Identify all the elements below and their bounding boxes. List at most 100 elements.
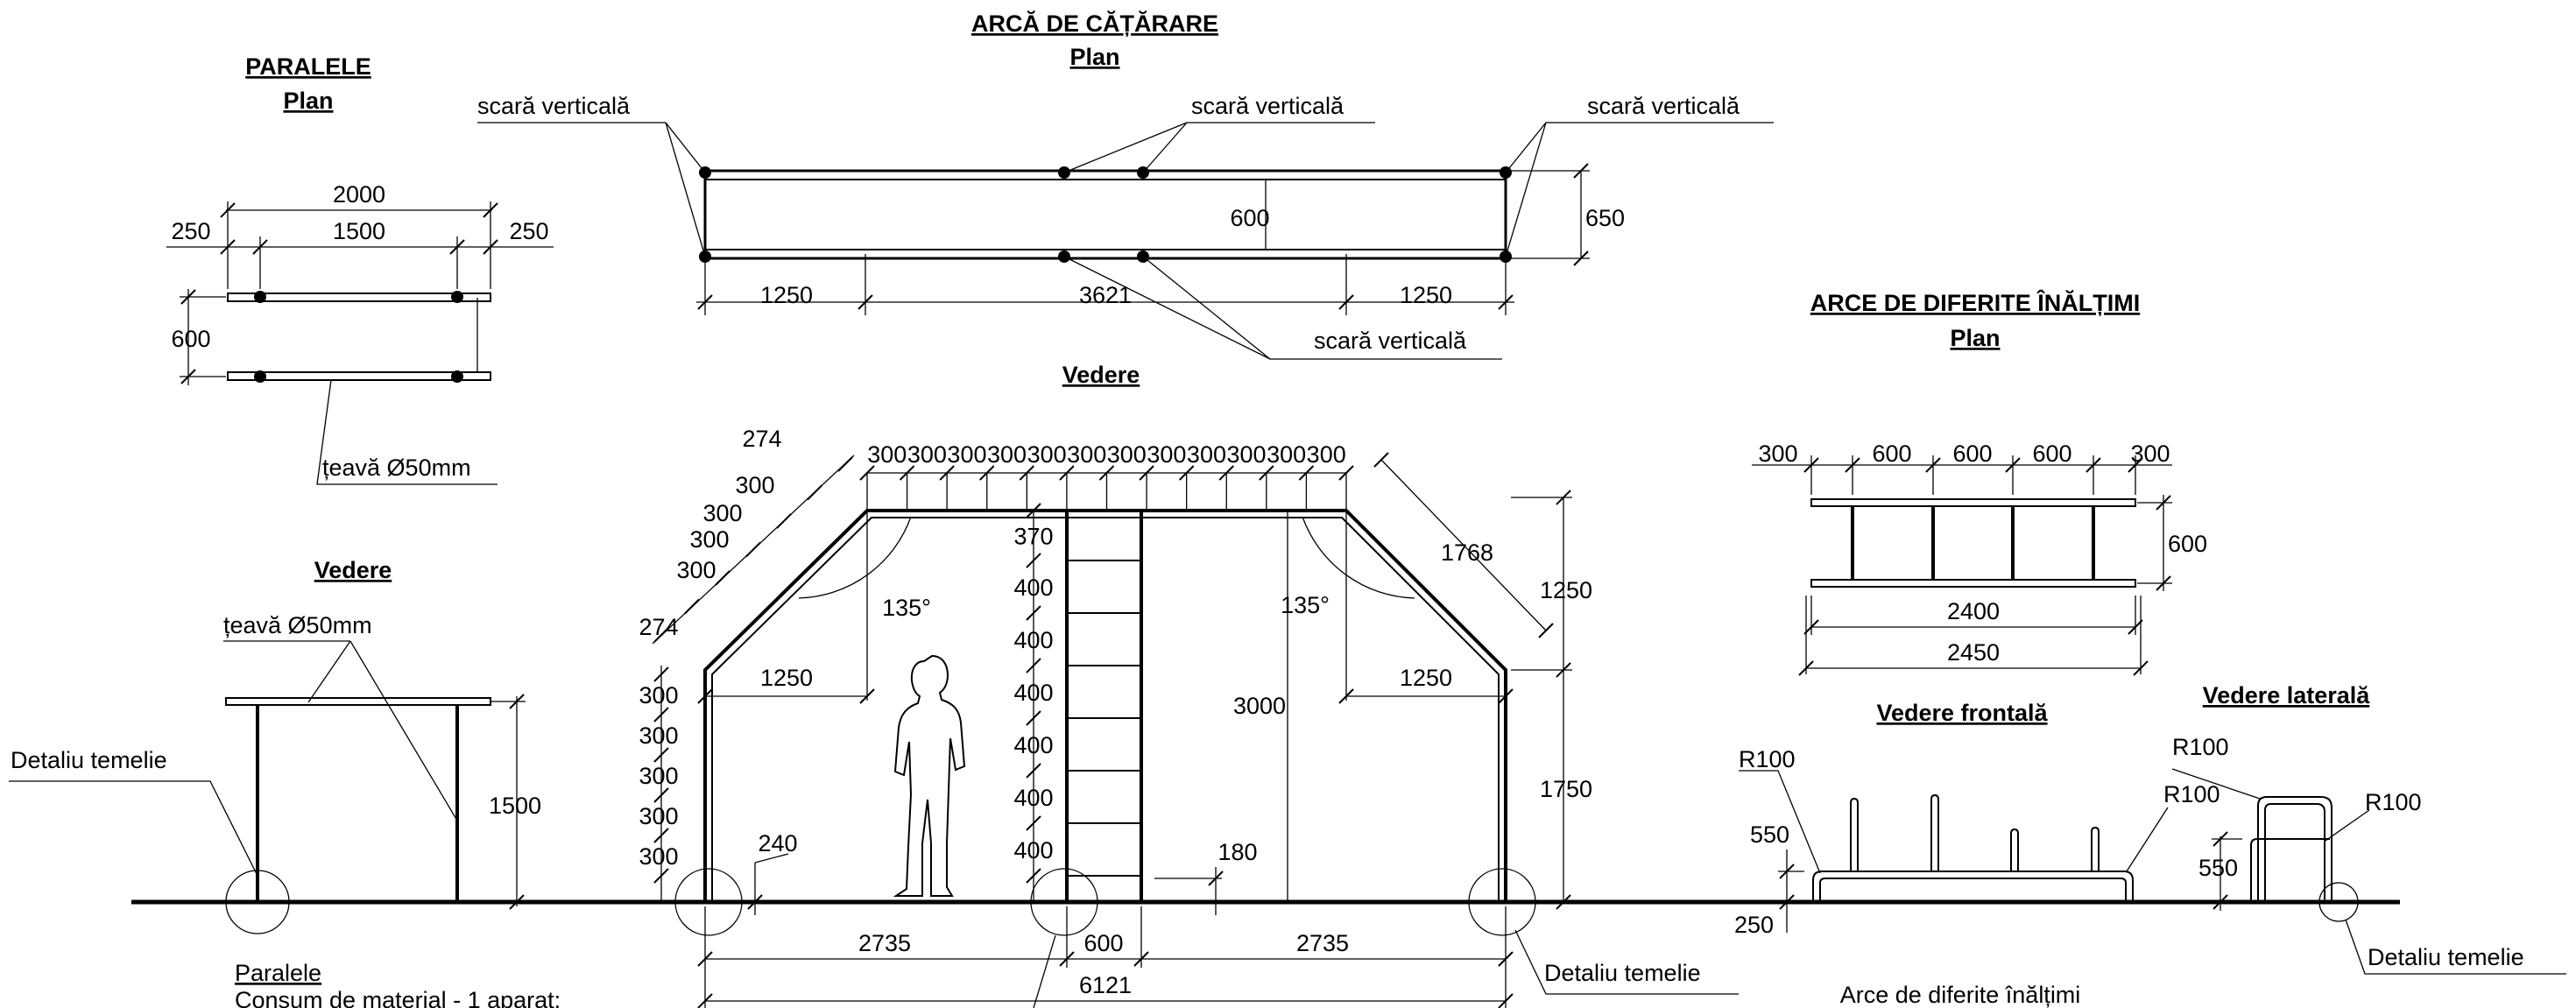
arca-plan-dim-600: 600 — [1230, 205, 1269, 231]
paralele-pipe-label-2: țeavă Ø50mm — [223, 612, 372, 638]
arca-leg-dim-4: 300 — [639, 843, 678, 870]
arce-r100-3: R100 — [2172, 734, 2229, 760]
arca-plan-label: Plan — [1069, 44, 1119, 70]
arce-title: ARCE DE DIFERITE ÎNĂLȚIMI — [1810, 289, 2141, 316]
arca-top-dim-9: 300 — [1227, 441, 1267, 468]
arce-top-dim-4: 300 — [2130, 441, 2170, 467]
arca-dim-1750: 1750 — [1540, 776, 1592, 802]
paralele-title: PARALELE — [245, 53, 371, 80]
arca-top-dim-3: 300 — [987, 441, 1027, 468]
arca-angle-left: 135° — [882, 595, 931, 621]
arca-scara-label-1: scară verticală — [477, 93, 631, 119]
arca-slope-dim-4: 300 — [735, 472, 774, 498]
arca-dim-1250-in-left: 1250 — [760, 665, 813, 691]
paralele-vedere-label: Vedere — [314, 557, 392, 583]
arca-scara-label-2: scară verticală — [1191, 93, 1344, 119]
arca-top-dim-6: 300 — [1107, 441, 1147, 468]
arca-ladder-dim-0: 370 — [1013, 524, 1053, 550]
arce-laterala-label: Vedere laterală — [2203, 682, 2371, 708]
arca-plan-dim-1250-left: 1250 — [760, 282, 813, 308]
arce-caption: Arce de diferite înălțimi — [1840, 982, 2081, 1008]
arce-frontala-label: Vedere frontală — [1876, 700, 2048, 726]
paralele-dim-right: 250 — [509, 218, 548, 244]
arca-dim-1768: 1768 — [1441, 539, 1493, 566]
arca-dim-6121: 6121 — [1079, 972, 1132, 998]
arca-dim-180: 180 — [1217, 839, 1257, 865]
arca-slope-dim-3: 300 — [702, 500, 742, 526]
arce-plan-drawing — [1752, 455, 2172, 676]
arca-leg-dim-3: 300 — [639, 803, 678, 829]
arce-dim-250: 250 — [1734, 912, 1774, 938]
arce-lateral-drawing — [2171, 768, 2566, 975]
paralele-dim-total: 2000 — [333, 181, 385, 208]
human-silhouette — [893, 654, 966, 897]
arce-dim-550-lateral: 550 — [2198, 855, 2238, 881]
paralele-material: Consum de material - 1 aparat: — [235, 987, 561, 1008]
arca-plan-drawing — [477, 122, 1774, 360]
arca-scara-label-4: scară verticală — [1314, 328, 1467, 354]
arca-section: ARCĂ DE CĂȚĂRARE Plan — [477, 10, 1774, 1008]
paralele-dim-width: 600 — [171, 326, 210, 352]
arca-top-dim-11: 300 — [1307, 441, 1346, 468]
arce-plan-dim-2400: 2400 — [1947, 598, 2000, 624]
arca-plan-dim-3621: 3621 — [1079, 282, 1132, 308]
arca-top-dim-1: 300 — [907, 441, 947, 468]
arca-top-dim-2: 300 — [947, 441, 986, 468]
arca-slope-dim-5: 274 — [742, 426, 781, 452]
paralele-plan-label: Plan — [283, 88, 333, 114]
arca-title: ARCĂ DE CĂȚĂRARE — [971, 10, 1218, 37]
arca-dim-3000: 3000 — [1233, 693, 1286, 719]
arca-angle-right: 135° — [1281, 592, 1330, 618]
arca-ladder-dim-2: 400 — [1013, 627, 1053, 653]
arca-leg-dim-2: 300 — [639, 763, 678, 789]
arca-elevation-drawing — [652, 452, 1739, 1008]
arca-slope-dim-1: 300 — [676, 557, 716, 583]
arca-detaliu-label: Detaliu temelie — [1544, 960, 1701, 986]
arca-top-dim-4: 300 — [1027, 441, 1067, 468]
arca-vedere-label: Vedere — [1062, 362, 1140, 388]
arce-plan-dim-2450: 2450 — [1947, 639, 2000, 666]
arca-slope-dim-0: 274 — [639, 614, 678, 640]
arca-scara-label-3: scară verticală — [1587, 93, 1740, 119]
arca-top-dim-7: 300 — [1147, 441, 1186, 468]
arca-ladder-dim-6: 400 — [1013, 837, 1053, 863]
arca-leg-dim-1: 300 — [639, 723, 678, 749]
arce-top-dim-1: 600 — [1872, 441, 1911, 467]
arca-dim-1250-in-right: 1250 — [1400, 665, 1452, 691]
arca-leg-dim-labels: 300 300 300 300 300 — [639, 682, 678, 870]
paralele-plan-drawing — [166, 201, 554, 485]
arca-dim-2735-left: 2735 — [858, 930, 911, 956]
paralele-detaliu-label: Detaliu temelie — [11, 747, 167, 773]
arca-leg-dim-0: 300 — [639, 682, 678, 708]
arce-section: ARCE DE DIFERITE ÎNĂLȚIMI Plan — [1734, 289, 2566, 1008]
arca-dim-2735-right: 2735 — [1296, 930, 1349, 956]
paralele-dim-left: 250 — [171, 218, 210, 244]
arca-ladder-dim-4: 400 — [1013, 732, 1053, 758]
arce-top-dim-3: 600 — [2032, 441, 2071, 467]
arca-ladder-dim-5: 400 — [1013, 785, 1053, 811]
arca-plan-dim-650: 650 — [1585, 205, 1625, 231]
arce-r100-2: R100 — [2163, 781, 2220, 807]
arca-slope-dim-2: 300 — [689, 526, 729, 553]
arce-top-dim-0: 300 — [1758, 441, 1797, 467]
arce-top-dim-labels: 300 600 600 600 300 — [1758, 441, 2170, 467]
paralele-pipe-label: țeavă Ø50mm — [322, 455, 471, 481]
arca-top-dim-10: 300 — [1267, 441, 1306, 468]
arca-ladder-dim-3: 400 — [1013, 680, 1053, 706]
arca-top-dim-0: 300 — [867, 441, 907, 468]
arca-ladder-dim-1: 400 — [1013, 574, 1053, 601]
arca-dim-1250-h: 1250 — [1540, 577, 1592, 603]
arca-dim-240: 240 — [758, 830, 797, 856]
paralele-dim-mid: 1500 — [333, 218, 385, 244]
arca-plan-dim-1250-right: 1250 — [1400, 282, 1452, 308]
arce-r100-4: R100 — [2365, 789, 2422, 815]
arce-plan-label: Plan — [1950, 325, 2000, 351]
arce-r100-1: R100 — [1739, 746, 1796, 772]
arce-top-dim-2: 600 — [1952, 441, 1992, 467]
arce-dim-550: 550 — [1750, 821, 1789, 848]
paralele-caption: Paralele — [235, 960, 321, 986]
arce-frontal-drawing — [1739, 770, 2169, 933]
